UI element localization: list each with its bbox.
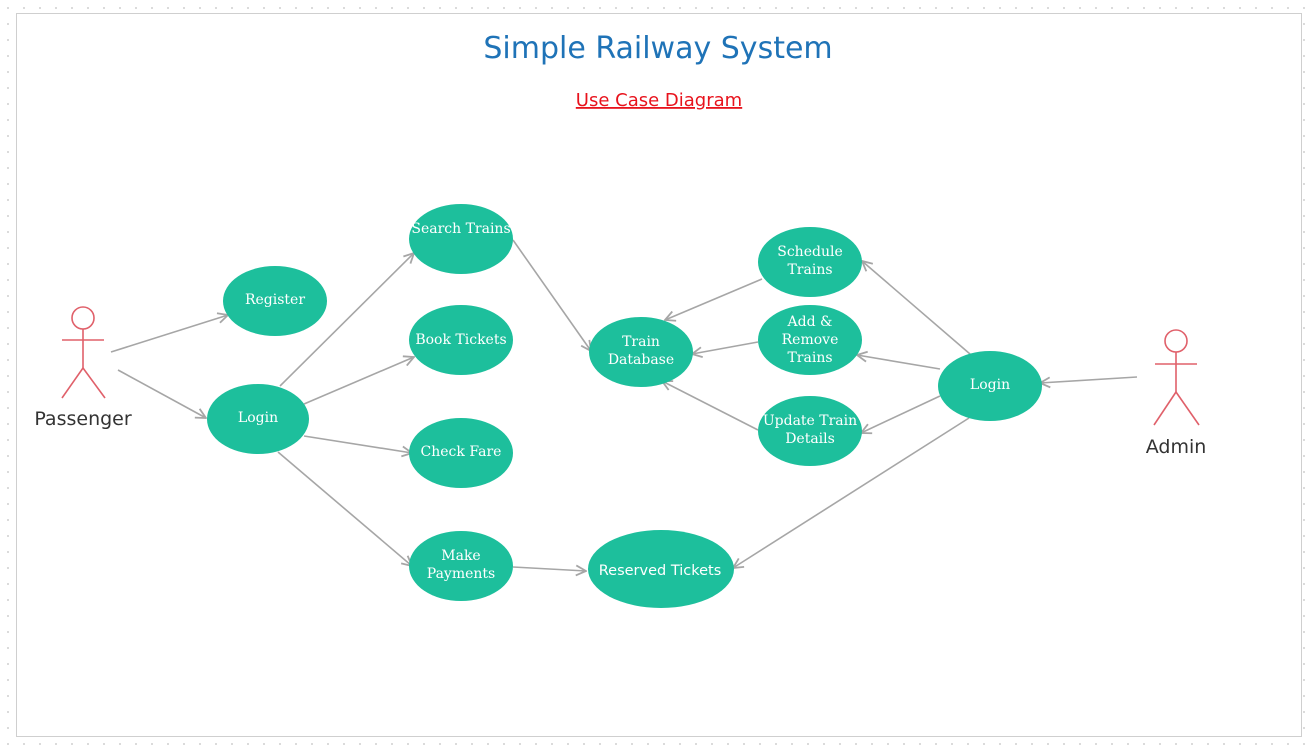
usecase-login-passenger-label: Login <box>238 410 278 426</box>
actor-passenger[interactable]: Passenger <box>34 306 132 430</box>
edge-addremove-database <box>692 341 759 354</box>
edge-adminlogin-addremove <box>857 355 941 370</box>
edge-payments-reserved <box>512 567 586 571</box>
edge-adminlogin-update <box>861 395 941 433</box>
edge-admin-login <box>1040 376 1138 383</box>
edge-update-database <box>662 381 759 431</box>
actor-admin[interactable]: Admin <box>1146 329 1207 458</box>
actor-admin-label: Admin <box>1146 436 1207 458</box>
edge-adminlogin-schedule <box>862 261 971 355</box>
usecase-login-admin-label: Login <box>970 377 1010 393</box>
usecase-check-fare[interactable]: Check Fare <box>409 418 513 488</box>
usecase-book-tickets-label: Book Tickets <box>415 332 506 348</box>
edge-login-payments <box>277 451 412 566</box>
stick-figure-icon <box>1153 329 1200 426</box>
usecase-login-passenger[interactable]: Login <box>207 384 309 454</box>
associations <box>110 239 1138 571</box>
usecase-register[interactable]: Register <box>223 266 327 336</box>
diagram-subtitle[interactable]: Use Case Diagram <box>576 90 742 111</box>
edge-login-book <box>303 357 414 405</box>
edge-passenger-register <box>110 315 228 353</box>
usecase-login-admin[interactable]: Login <box>938 351 1042 421</box>
usecase-check-fare-label: Check Fare <box>421 444 502 460</box>
actor-passenger-label: Passenger <box>34 408 132 430</box>
edge-schedule-database <box>665 278 763 320</box>
edge-login-fare <box>303 435 412 453</box>
usecase-search-trains[interactable]: Search Trains <box>409 204 513 274</box>
edge-search-database <box>512 239 591 351</box>
usecase-reserved-tickets[interactable]: Reserved Tickets <box>588 530 734 608</box>
edge-adminlogin-reserved <box>733 417 970 568</box>
edge-login-search <box>279 253 414 387</box>
usecase-reserved-tickets-label: Reserved Tickets <box>599 563 722 579</box>
diagram-title: Simple Railway System <box>483 31 832 66</box>
usecase-book-tickets[interactable]: Book Tickets <box>409 305 513 375</box>
usecase-register-label: Register <box>245 292 305 308</box>
stick-figure-icon <box>61 306 106 399</box>
edge-passenger-login <box>117 369 206 418</box>
usecase-search-trains-label: Search Trains <box>411 221 510 237</box>
